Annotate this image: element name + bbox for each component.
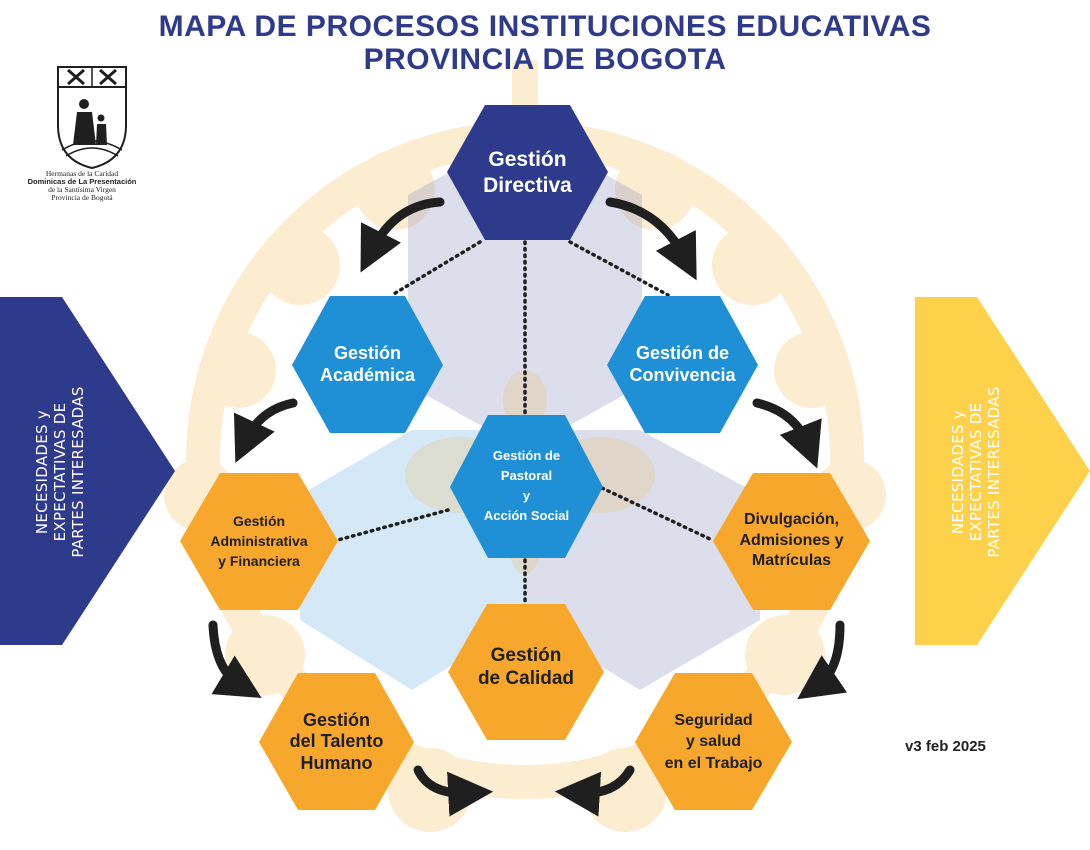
ring-bead — [774, 332, 850, 408]
logo-text-line2: Dominicas de La Presentación — [27, 177, 137, 186]
logo-text-line4: Provincia de Bogotá — [51, 193, 113, 202]
hex-gestion-convivencia — [607, 296, 758, 433]
ring-bead — [200, 332, 276, 408]
flow-arrows — [208, 197, 848, 817]
logo-text-line1: Hermanas de la Caridad — [45, 169, 119, 178]
hex-seguridad — [635, 673, 792, 810]
ring-bead — [260, 225, 340, 305]
label-gestion-pastoral: Gestión de Pastoral y Acción Social — [483, 447, 570, 524]
arrow-divulgacion-seguridad — [797, 620, 848, 700]
version-label: v3 feb 2025 — [905, 738, 986, 755]
hex-divulgacion — [713, 473, 870, 610]
label-seguridad: Seguridad y salud en el Trabajo — [664, 711, 763, 772]
arrow-convivencia-divulgacion — [752, 398, 822, 469]
label-gestion-calidad: Gestión de Calidad — [477, 645, 575, 689]
hex-gestion-directiva — [447, 105, 608, 240]
hex-gestion-pastoral — [450, 415, 603, 558]
right-panel-text: NECESIDADES y EXPECTATIVAS DE PARTES INT… — [949, 386, 1003, 558]
label-gestion-convivencia: Gestión de Convivencia — [629, 343, 736, 385]
label-divulgacion: Divulgación, Admisiones y Matrículas — [739, 510, 844, 570]
institution-logo — [57, 66, 127, 170]
label-gestion-talento: Gestión del Talento Humano — [289, 709, 384, 773]
right-expectations-panel — [915, 297, 1090, 645]
arrow-talento-calidad — [413, 765, 494, 817]
logo-text-line3: de la Santísima Virgen — [48, 185, 116, 194]
arrow-administrativa-talento — [208, 620, 262, 698]
map-title-line1: MAPA DE PROCESOS INSTITUCIONES EDUCATIVA… — [158, 10, 932, 43]
hex-gestion-calidad — [448, 604, 604, 740]
hex-gestion-talento — [259, 673, 414, 810]
hex-gestion-academica — [292, 296, 443, 433]
arrow-seguridad-calidad — [554, 765, 635, 817]
label-gestion-academica: Gestión Académica — [319, 343, 416, 385]
left-expectations-panel — [0, 297, 175, 645]
arrow-academica-administrativa — [233, 398, 298, 463]
left-panel-text: NECESIDADES y EXPECTATIVAS DE PARTES INT… — [33, 386, 87, 558]
ring-bead — [583, 748, 667, 832]
ring-bead — [712, 225, 792, 305]
dotted-connectors — [336, 240, 714, 607]
hex-gestion-administrativa — [180, 473, 338, 610]
arrow-directiva-academica — [360, 197, 445, 273]
arrow-directiva-convivencia — [605, 197, 697, 281]
label-gestion-administrativa: Gestión Administrativa y Financiera — [210, 512, 308, 570]
label-gestion-directiva: Gestión Directiva — [483, 148, 572, 197]
map-title-line2: PROVINCIA DE BOGOTA — [363, 43, 727, 76]
